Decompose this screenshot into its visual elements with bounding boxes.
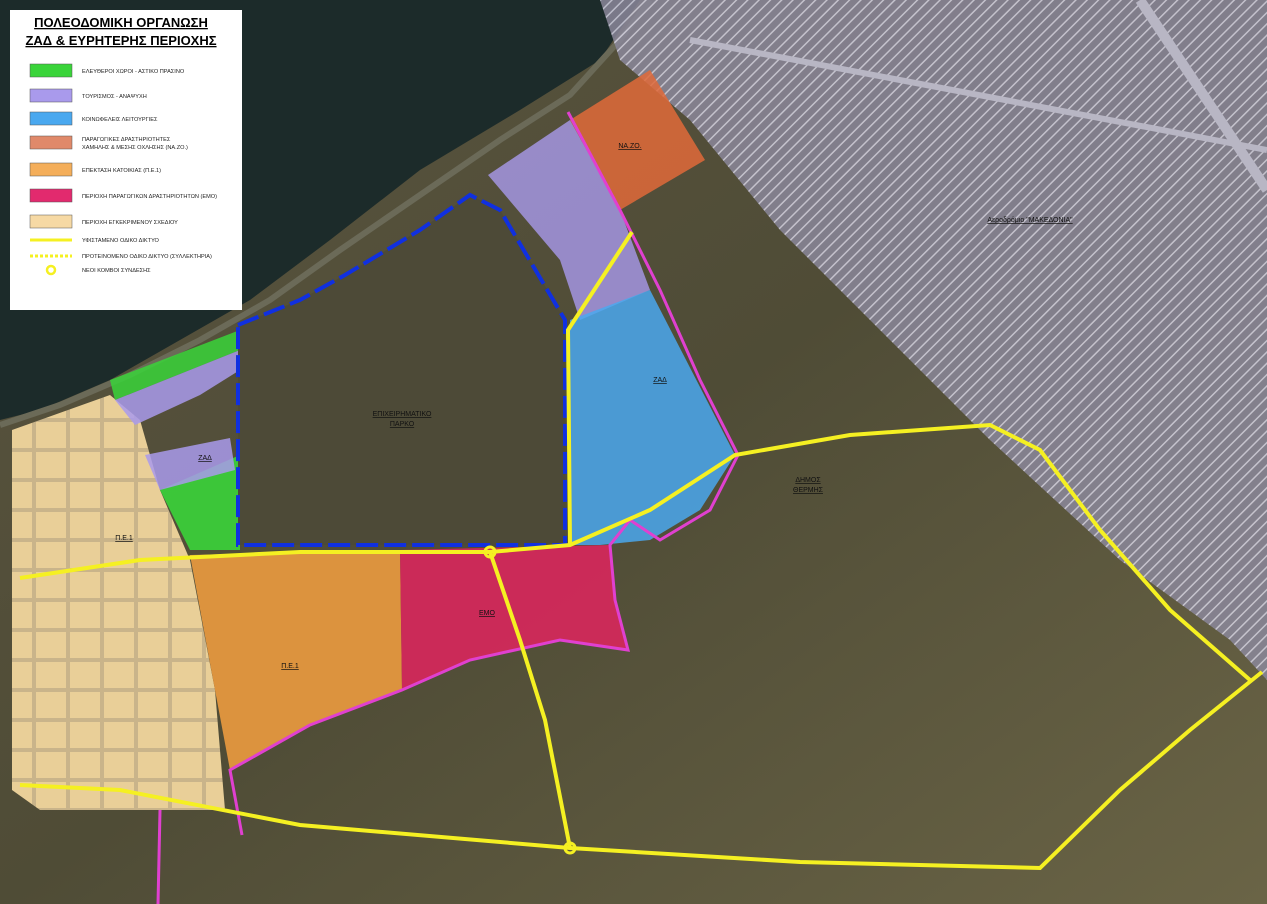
legend-swatch-public (29, 111, 73, 126)
junction-node[interactable] (563, 841, 577, 855)
zone-label-naz: ΝΑ.ΖΟ. (618, 143, 641, 150)
legend-swatch-housing (29, 162, 73, 177)
housing-extension-zone (190, 550, 402, 770)
legend-label: ΠΕΡΙΟΧΗ ΠΑΡΑΓΩΓΙΚΩΝ ΔΡΑΣΤΗΡΙΟΤΗΤΩΝ (ΕΜΟ) (82, 194, 217, 200)
legend-swatch-green (29, 63, 73, 78)
zone-label-emo: ΕΜΟ (479, 610, 496, 617)
zone-label-municipality: ΔΗΜΟΣ (795, 477, 821, 484)
zone-label-pe1-center: Π.Ε.1 (281, 663, 299, 670)
zone-label-zad-east: ΖΑΔ (653, 377, 667, 384)
tourism-zone (145, 438, 235, 490)
legend-node-icon (45, 264, 57, 276)
legend-swatch-approved (29, 214, 73, 229)
existing-road (19, 670, 1264, 871)
zone-label-zad-west: ΖΑΔ (198, 455, 212, 462)
legend-label: ΧΑΜΗΛΗΣ & ΜΕΣΗΣ ΟΧΛΗΣΗΣ (ΝΑ.ΖΟ.) (82, 145, 188, 151)
zone-label-municipality: ΘΕΡΜΗΣ (793, 487, 824, 494)
legend-swatch-tourism (29, 88, 73, 103)
zone-label-pe1-west: Π.Ε.1 (115, 535, 133, 542)
legend-swatch-emo (29, 188, 73, 203)
legend-label: ΕΠΕΚΤΑΣΗ ΚΑΤΟΙΚΙΑΣ (Π.Ε.1) (82, 168, 161, 174)
legend-label: ΥΦΙΣΤΑΜΕΝΟ ΟΔΙΚΟ ΔΙΚΤΥΟ (82, 238, 159, 244)
legend-label: ΠΡΟΤΕΙΝΟΜΕΝΟ ΟΔΙΚΟ ΔΙΚΤΥΟ (ΣΥΛΛΕΚΤΗΡΙΑ) (82, 254, 212, 260)
legend-title: ΠΟΛΕΟΔΟΜΙΚΗ ΟΡΓΑΝΩΣΗ (34, 15, 208, 30)
legend-label: ΕΛΕΥΘΕΡΟΙ ΧΩΡΟΙ - ΑΣΤΙΚΟ ΠΡΑΣΙΝΟ (82, 69, 185, 75)
green-zone (110, 330, 240, 400)
legend-title: ΖΑΔ & ΕΥΡΗΤΕΡΗΣ ΠΕΡΙΟΧΗΣ (25, 33, 216, 48)
coastline (0, 0, 653, 428)
existing-road (565, 230, 634, 546)
existing-road (488, 551, 572, 849)
legend-label: ΠΑΡΑΓΩΓΙΚΕΣ ΔΡΑΣΤΗΡΙΟΤΗΤΕΣ (82, 137, 171, 143)
legend-swatch-naz (29, 135, 73, 150)
legend-label: ΠΕΡΙΟΧΗ ΕΓΚΕΚΡΙΜΕΝΟΥ ΣΧΕΔΙΟΥ (82, 220, 178, 226)
zad-boundary (228, 111, 740, 836)
legend-label: ΝΕΟΙ ΚΟΜΒΟΙ ΣΥΝΔΕΣΗΣ (82, 268, 151, 274)
runway (1135, 0, 1267, 193)
naz-zone (570, 70, 705, 210)
airport-area (600, 0, 1267, 680)
legend-label: ΤΟΥΡΙΣΜΟΣ - ΑΝΑΨΥΧΗ (82, 94, 147, 100)
legend-label: ΚΟΙΝΩΦΕΛΕΙΣ ΛΕΙΤΟΥΡΓΙΕΣ (82, 117, 158, 123)
zone-label-airport: Αεροδρόμιο "ΜΑΚΕΔΟΝΙΑ" (987, 216, 1073, 224)
tourism-zone (115, 350, 240, 425)
approved-plan-area (12, 395, 225, 810)
junction-node[interactable] (483, 545, 497, 559)
zad-boundary (156, 809, 162, 904)
existing-road (19, 422, 1252, 682)
legend-panel (10, 10, 242, 310)
zone-label-business-park: ΠΑΡΚΟ (390, 421, 415, 428)
legend: ΠΟΛΕΟΔΟΜΙΚΗ ΟΡΓΑΝΩΣΗ ΖΑΔ & ΕΥΡΗΤΕΡΗΣ ΠΕΡ… (10, 10, 242, 310)
runway (689, 37, 1267, 153)
zone-label-business-park: ΕΠΙΧΕΙΡΗΜΑΤΙΚΟ (373, 411, 432, 418)
business-park (236, 192, 567, 547)
green-zone (160, 455, 240, 550)
